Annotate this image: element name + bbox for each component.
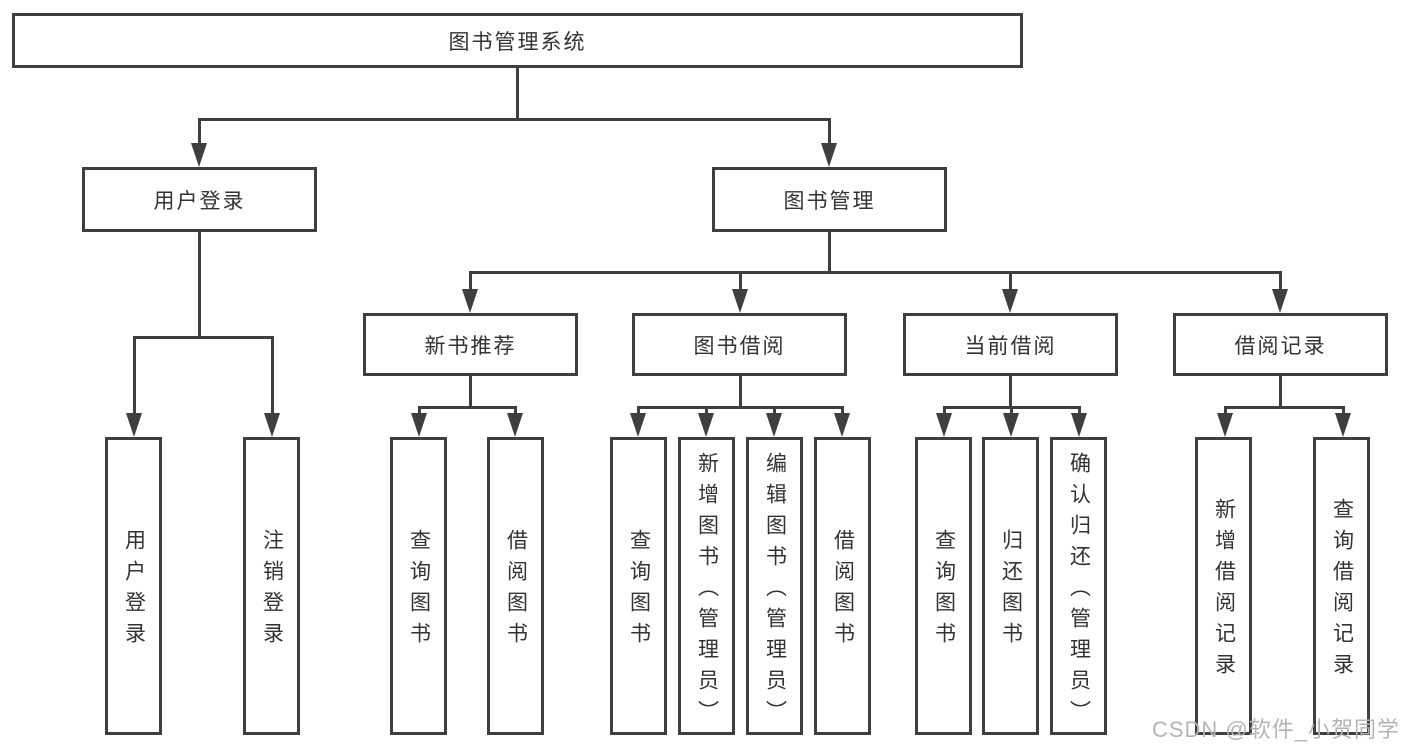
node-new-book-recommend: 新书推荐	[363, 313, 578, 376]
leaf-add-borrow-record-label: 新增借阅记录	[1212, 498, 1236, 684]
connector-stem-new-books	[469, 271, 472, 291]
leaf-logout: 注销登录	[243, 437, 300, 735]
leaf-borrow-books: 借阅图书	[814, 437, 871, 735]
connector-leaf-stem	[514, 406, 517, 416]
node-book-management-label: 图书管理	[783, 189, 876, 213]
leaf-query-books-recommend: 查询图书	[390, 437, 447, 735]
arrow-down-icon	[630, 413, 646, 437]
arrow-down-icon	[191, 143, 207, 167]
connector-user-login-bus	[133, 336, 274, 339]
connector-leaf-stem	[841, 406, 844, 416]
connector-stem-logout-leaf	[271, 336, 274, 416]
arrow-down-icon	[411, 413, 427, 437]
leaf-query-borrow-record: 查询借阅记录	[1313, 437, 1370, 735]
connector-leaf-stem	[943, 406, 946, 416]
connector-new-books-bus	[418, 406, 517, 409]
arrow-down-icon	[834, 413, 850, 437]
connector-book-borrow-stem	[739, 376, 742, 409]
leaf-add-books-admin-label: 新增图书（管理员）	[695, 451, 719, 731]
node-root-system: 图书管理系统	[12, 13, 1023, 68]
arrow-down-icon	[936, 413, 952, 437]
connector-stem-user-login	[198, 118, 201, 146]
leaf-confirm-return-admin-label: 确认归还（管理员）	[1067, 451, 1091, 731]
arrow-down-icon	[1272, 289, 1288, 313]
arrow-down-icon	[1003, 413, 1019, 437]
arrow-down-icon	[1071, 413, 1087, 437]
connector-user-login-stem	[198, 232, 201, 339]
leaf-borrow-books-recommend: 借阅图书	[487, 437, 544, 735]
arrow-down-icon	[1217, 413, 1233, 437]
leaf-query-books-borrow: 查询图书	[610, 437, 667, 735]
leaf-query-books-recommend-label: 查询图书	[407, 529, 431, 653]
node-current-borrow-label: 当前借阅	[964, 334, 1057, 358]
leaf-user-login-label: 用户登录	[122, 529, 146, 653]
leaf-edit-books-admin-label: 编辑图书（管理员）	[763, 451, 787, 731]
arrow-down-icon	[1002, 289, 1018, 313]
connector-borrow-records-bus	[1224, 406, 1345, 409]
leaf-borrow-books-label: 借阅图书	[831, 529, 855, 653]
connector-level2-bus	[198, 118, 831, 121]
node-borrow-records-label: 借阅记录	[1234, 334, 1327, 358]
node-current-borrow: 当前借阅	[903, 313, 1118, 376]
connector-stem-book-mgmt	[828, 118, 831, 146]
leaf-return-books-label: 归还图书	[999, 529, 1023, 653]
connector-borrow-records-stem	[1279, 376, 1282, 409]
arrow-down-icon	[462, 289, 478, 313]
node-user-login-label: 用户登录	[153, 189, 246, 213]
arrow-down-icon	[698, 413, 714, 437]
connector-root-stem	[516, 68, 519, 120]
connector-stem-login-leaf	[133, 336, 136, 416]
connector-leaf-stem	[1224, 406, 1227, 416]
node-new-book-recommend-label: 新书推荐	[424, 334, 517, 358]
leaf-user-login: 用户登录	[105, 437, 162, 735]
arrow-down-icon	[264, 413, 280, 437]
node-user-login: 用户登录	[82, 167, 317, 232]
connector-leaf-stem	[418, 406, 421, 416]
node-book-borrow: 图书借阅	[632, 313, 847, 376]
connector-leaf-stem	[1078, 406, 1081, 416]
connector-leaf-stem	[1010, 406, 1013, 416]
connector-new-books-stem	[469, 376, 472, 409]
leaf-confirm-return-admin: 确认归还（管理员）	[1050, 437, 1107, 735]
leaf-add-borrow-record: 新增借阅记录	[1195, 437, 1252, 735]
node-root-label: 图书管理系统	[448, 30, 587, 54]
connector-stem-current-borrow	[1009, 271, 1012, 291]
connector-leaf-stem	[1342, 406, 1345, 416]
connector-stem-borrow-records	[1279, 271, 1282, 291]
connector-current-borrow-stem	[1009, 376, 1012, 409]
node-book-management: 图书管理	[712, 167, 947, 232]
connector-level3-bus	[469, 271, 1282, 274]
connector-stem-book-borrow	[739, 271, 742, 291]
arrow-down-icon	[821, 143, 837, 167]
leaf-query-borrow-record-label: 查询借阅记录	[1330, 498, 1354, 684]
leaf-query-books-current: 查询图书	[915, 437, 972, 735]
arrow-down-icon	[507, 413, 523, 437]
connector-book-mgmt-stem	[828, 232, 831, 274]
arrow-down-icon	[126, 413, 142, 437]
leaf-edit-books-admin: 编辑图书（管理员）	[746, 437, 803, 735]
leaf-query-books-current-label: 查询图书	[932, 529, 956, 653]
node-borrow-records: 借阅记录	[1173, 313, 1388, 376]
arrow-down-icon	[766, 413, 782, 437]
connector-leaf-stem	[637, 406, 640, 416]
leaf-return-books: 归还图书	[982, 437, 1039, 735]
leaf-query-books-borrow-label: 查询图书	[627, 529, 651, 653]
node-book-borrow-label: 图书借阅	[693, 334, 786, 358]
leaf-add-books-admin: 新增图书（管理员）	[678, 437, 735, 735]
arrow-down-icon	[1335, 413, 1351, 437]
arrow-down-icon	[732, 289, 748, 313]
csdn-watermark: CSDN @软件_小贺同学	[1151, 717, 1400, 742]
leaf-borrow-books-recommend-label: 借阅图书	[504, 529, 528, 653]
connector-leaf-stem	[773, 406, 776, 416]
connector-leaf-stem	[705, 406, 708, 416]
leaf-logout-label: 注销登录	[260, 529, 284, 653]
connector-book-borrow-bus	[637, 406, 844, 409]
